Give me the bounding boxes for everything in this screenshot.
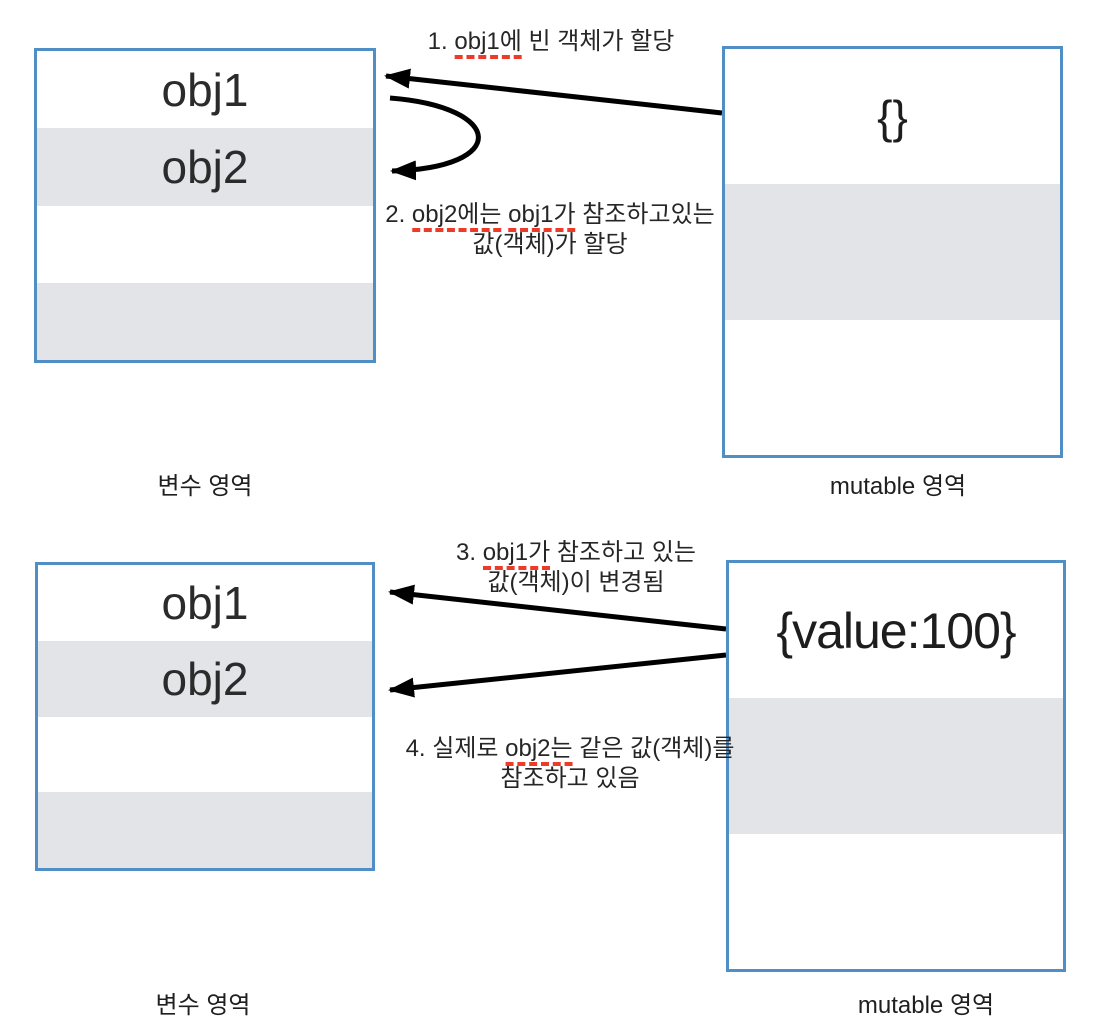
annotation-3-line2: 값(객체)이 변경됨 — [487, 569, 665, 596]
variable-area-label-top: 변수 영역 — [157, 473, 253, 500]
table-row-obj1: obj1 — [37, 51, 373, 128]
annotation-2: 2. obj2에는 obj1가 참조하고있는 값(객체)가 할당 — [385, 200, 715, 260]
empty-object-literal: {} — [877, 90, 908, 143]
misspelled-word: obj1가 — [482, 539, 551, 570]
annotation-1-text: 1. — [427, 28, 455, 55]
table-row-obj2: obj2 — [37, 128, 373, 206]
mutable-section-empty — [725, 320, 1060, 455]
annotation-3-line1: 3. obj1가 참조하고 있는 — [456, 538, 696, 570]
table-row-empty-2 — [37, 282, 373, 360]
cell-obj1: obj1 — [161, 576, 249, 629]
table-row-empty-1 — [37, 206, 373, 283]
mutable-section-shaded — [729, 698, 1063, 834]
mutable-section-value: {value:100} — [729, 563, 1063, 698]
annotation-2-line2: 값(객체)가 할당 — [472, 231, 628, 258]
mutable-section-empty — [729, 834, 1063, 969]
annotation-1: 1. obj1에 빈 객체가 할당 — [427, 27, 675, 59]
table-row-obj2: obj2 — [38, 640, 372, 717]
annotation-4: 4. 실제로 obj2는 같은 값(객체)를 참조하고 있음 — [405, 734, 735, 794]
annotation-2-text: 참조하고있는 — [575, 201, 715, 228]
annotation-3: 3. obj1가 참조하고 있는 값(객체)이 변경됨 — [456, 538, 696, 598]
annotation-3-text: 참조하고 있는 — [550, 539, 696, 566]
annotation-2-line1: 2. obj2에는 obj1가 참조하고있는 — [385, 200, 715, 232]
annotation-2-text — [501, 201, 508, 228]
mutable-box-top: {} — [722, 46, 1063, 458]
arrow-2-obj2-curved-assign — [389, 95, 481, 181]
annotation-4-text: 4. 실제로 — [405, 735, 506, 762]
table-row-obj1: obj1 — [38, 565, 372, 641]
misspelled-word: obj2는 — [505, 735, 573, 766]
variable-table-top: obj1 obj2 — [34, 48, 376, 363]
variable-table-bottom: obj1 obj2 — [35, 562, 375, 871]
annotation-3-text: 3. — [456, 539, 483, 566]
mutable-area-label-bottom: mutable 영역 — [857, 992, 995, 1019]
mutable-box-bottom: {value:100} — [726, 560, 1066, 972]
annotation-2-text: 2. — [385, 201, 412, 228]
misspelled-word: obj2에는 — [411, 201, 502, 232]
annotation-4-line1: 4. 실제로 obj2는 같은 값(객체)를 — [405, 734, 735, 766]
variable-area-label-bottom: 변수 영역 — [155, 992, 251, 1019]
cell-obj2: obj2 — [161, 140, 249, 193]
mutable-section-shaded — [725, 184, 1060, 320]
misspelled-word: obj1에 — [454, 28, 522, 59]
table-row-empty-2 — [38, 792, 372, 868]
cell-obj1: obj1 — [161, 63, 249, 116]
arrow-1-empty-object-assign — [384, 68, 723, 116]
mutable-area-label-top: mutable 영역 — [829, 473, 967, 500]
arrow-4-obj2-same-reference — [388, 652, 727, 698]
cell-obj2: obj2 — [161, 652, 249, 705]
table-row-empty-1 — [38, 717, 372, 793]
annotation-4-line2: 참조하고 있음 — [500, 765, 640, 792]
value-object-literal: {value:100} — [776, 602, 1016, 659]
annotation-1-text: 빈 객체가 할당 — [521, 28, 675, 55]
mutable-section-value: {} — [725, 49, 1060, 184]
annotation-4-text: 같은 값(객체)를 — [572, 735, 735, 762]
misspelled-word: obj1가 — [508, 201, 576, 232]
